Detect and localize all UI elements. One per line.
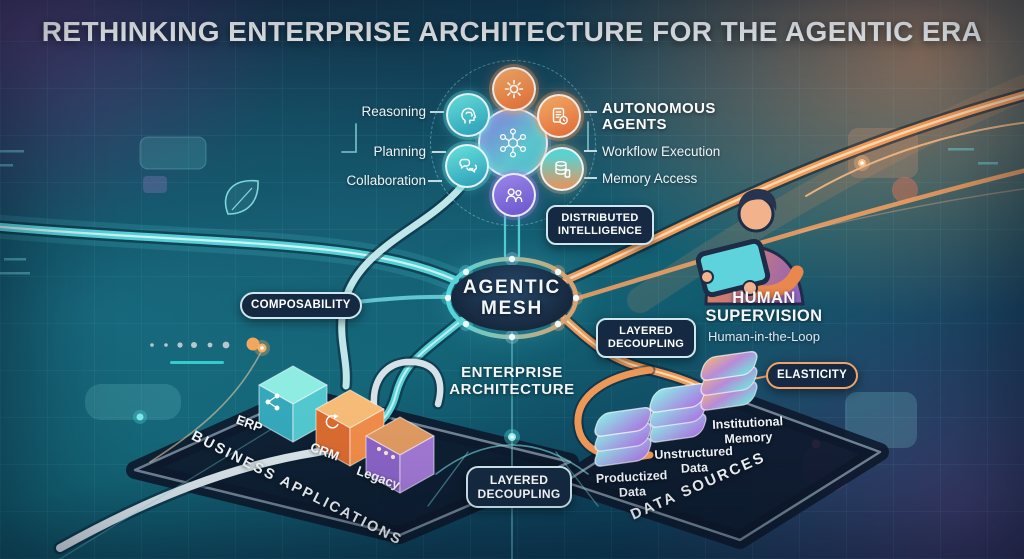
label-reasoning: Reasoning — [361, 104, 426, 119]
cluster-dashed-ring — [430, 60, 596, 226]
label-workflow-execution: Workflow Execution — [602, 144, 721, 159]
page-title: RETHINKING ENTERPRISE ARCHITECTURE FOR T… — [41, 16, 983, 47]
glow-dots — [133, 155, 870, 445]
person-tablet-illustration — [695, 189, 805, 306]
brain-head-icon — [461, 107, 477, 124]
reasoning-engine-node — [492, 67, 536, 111]
badge-composability: COMPOSABILITY — [240, 292, 362, 319]
gear-icon — [504, 79, 524, 99]
badge-elasticity: ELASTICITY — [766, 362, 859, 389]
business-applications-platform — [126, 387, 579, 544]
chat-bubbles-icon — [459, 158, 478, 173]
human-supervision-heading: HUMAN SUPERVISION — [705, 289, 823, 325]
agents-team-node — [492, 173, 536, 217]
mesh-network-icon — [499, 128, 527, 158]
badge-layered-decoupling-upper: LAYERED DECOUPLING — [596, 318, 696, 358]
database-device-icon — [555, 161, 571, 178]
ellipsis-icon — [376, 446, 396, 460]
stack-productized-data — [594, 406, 652, 467]
label-collaboration: Collaboration — [346, 173, 426, 188]
workflow-node — [537, 94, 581, 138]
human-supervision-block: HUMAN SUPERVISION Human-in-the-Loop — [688, 289, 840, 344]
cube-erp — [258, 365, 328, 443]
cube-legacy — [365, 416, 435, 494]
reasoning-node — [446, 93, 490, 137]
dots-row — [150, 337, 260, 364]
label-memory-access: Memory Access — [602, 171, 698, 186]
share-nodes-icon — [265, 393, 280, 411]
agentic-mesh-node: AGENTIC MESH — [451, 265, 573, 331]
label-autonomous-agents: AUTONOMOUS AGENTS — [602, 100, 716, 133]
team-icon — [505, 188, 523, 203]
enterprise-architecture-label: ENTERPRISE ARCHITECTURE — [449, 364, 575, 398]
stack-label-institutional-memory: Institutional Memory — [711, 414, 784, 446]
clipboard-clock-icon — [552, 107, 568, 125]
memory-node — [540, 147, 584, 191]
sync-icon — [325, 414, 339, 429]
leaf-icon — [224, 179, 259, 215]
human-in-the-loop-label: Human-in-the-Loop — [707, 329, 820, 344]
agentic-mesh-label: AGENTIC MESH — [462, 277, 562, 319]
label-planning: Planning — [373, 144, 426, 159]
stack-label-unstructured-data: Unstructured Data — [654, 443, 734, 476]
badge-distributed-intelligence: DISTRIBUTED INTELLIGENCE — [546, 205, 654, 245]
badge-layered-decoupling-lower: LAYERED DECOUPLING — [466, 466, 572, 508]
stack-unstructured-data — [649, 382, 707, 443]
stack-institutional-memory — [700, 350, 758, 411]
collaboration-node — [445, 144, 489, 188]
